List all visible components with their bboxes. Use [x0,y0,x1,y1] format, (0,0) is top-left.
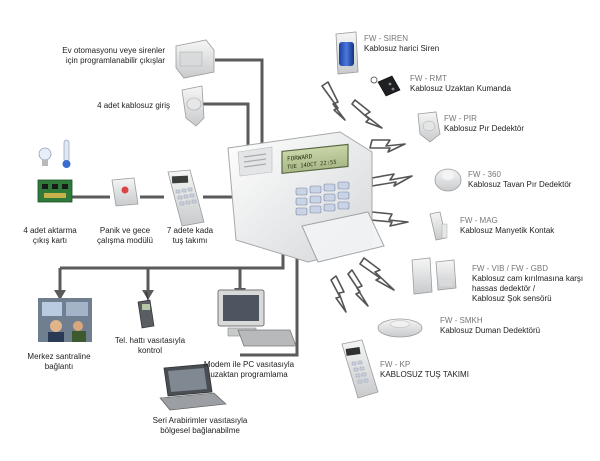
device-kp-code: FW - KP [380,360,411,369]
pc-computer-icon [217,289,297,347]
wire-serial [240,250,299,357]
label-device-siren: FW - SIREN Kablosuz harici Siren [364,34,439,54]
label-panic-module-line-1: Panik ve gece [99,226,151,235]
label-pc-modem-line-1: Modem ile PC vasıtasıyla [203,360,295,369]
label-home-automation-line-2: için programlanabilir çıkışlar [65,56,165,65]
phone-handset-icon [137,291,155,329]
label-pc-modem: Modem ile PC vasıtasıyla uzaktan program… [194,360,304,380]
device-mag-name: Kablosuz Manyetik Kontak [460,226,555,235]
magnetic-contact-device [429,211,448,241]
panel-lcd [281,143,349,175]
wiring [58,58,299,357]
laptop-icon [159,363,227,411]
device-360-name: Kablosuz Tavan Pır Dedektör [468,180,572,189]
bolt-siren [321,81,346,121]
device-smkh-code: FW - SMKH [440,316,483,325]
label-relay-card-line-2: çıkış kartı [32,236,68,245]
wired-keypad-device [167,169,205,227]
bolt-vib [359,257,395,291]
label-central-station: Merkez santraline bağlantı [14,352,104,372]
relay-card-board [37,179,73,203]
bolt-remote [351,99,383,129]
label-panic-module-line-2: çalışma modülü [96,236,154,245]
label-phone-control: Tel. hattı vasıtasıyla kontrol [100,336,200,356]
label-device-mag: FW - MAG Kablosuz Manyetik Kontak [460,216,554,236]
label-serial-line-2: bölgesel bağlanabilme [160,426,240,435]
lamp-bulb-icon [38,147,52,166]
label-phone-control-line-1: Tel. hattı vasıtasıyla [114,336,186,345]
smoke-detector-device [377,318,423,338]
label-central-station-line-2: bağlantı [44,362,74,371]
thermometer-icon [62,139,71,168]
label-device-vib: FW - VIB / FW - GBD Kablosuz cam kırılma… [472,264,583,304]
panel-keypad [295,181,350,216]
label-device-kp: FW - KP KABLOSUZ TUŞ TAKIMI [380,360,469,380]
label-device-remote: FW - RMT Kablosuz Uzaktan Kumanda [410,74,511,94]
label-central-station-line-1: Merkez santraline [27,352,91,361]
label-serial: Seri Arabirimler vasıtasıyla bölgesel ba… [140,416,260,436]
wire-home-automation [215,58,264,145]
label-home-automation-line-1: Ev otomasyonu veye sirenler [62,46,165,55]
label-device-smkh: FW - SMKH Kablosuz Duman Dedektörü [440,316,540,336]
device-kp-name: KABLOSUZ TUŞ TAKIMI [380,370,469,379]
device-pir-code: FW - PIR [444,114,477,123]
label-device-pir: FW - PIR Kablosuz Pır Dedektör [444,114,524,134]
label-device-360: FW - 360 Kablosuz Tavan Pır Dedektör [468,170,571,190]
lcd-line-1: FORWARD [287,153,313,163]
lcd-line-2: TUE 14OCT 22:55 [287,160,337,171]
label-wired-keypad-line-2: tuş takımı [172,236,208,245]
device-remote-name: Kablosuz Uzaktan Kumanda [410,84,511,93]
label-wired-inputs: 4 adet kablosuz giriş [97,101,170,110]
device-pir-name: Kablosuz Pır Dedektör [444,124,525,133]
bolt-pir [369,139,406,153]
central-station-image [38,298,92,342]
label-relay-card-line-1: 4 adet aktarma [23,226,77,235]
device-siren-name: Kablosuz harici Siren [364,44,440,53]
bolt-kp [330,275,347,313]
device-remote-code: FW - RMT [410,74,447,83]
home-automation-module [175,39,215,79]
control-panel: FORWARD TUE 14OCT 22:55 [227,131,385,263]
device-vib-name-line-1: Kablosuz cam kırılmasına karşı [472,274,584,283]
glass-break-shock-devices [411,257,457,295]
label-wired-keypad: 7 adete kada tuş takımı [160,226,220,246]
pir-detector-device [417,111,441,143]
label-relay-card: 4 adet aktarma çıkış kartı [18,226,82,246]
label-phone-control-line-2: kontrol [137,346,162,355]
label-panic-module: Panik ve gece çalışma modülü [92,226,158,246]
wired-pir-sensor [181,85,205,127]
bolt-smkh [347,269,369,307]
device-smkh-name: Kablosuz Duman Dedektörü [440,326,541,335]
bolt-mag [370,211,409,227]
device-360-code: FW - 360 [468,170,501,179]
label-home-automation: Ev otomasyonu veye sirenler için program… [40,46,165,66]
label-pc-modem-line-2: uzaktan programlama [210,370,288,379]
ceiling-pir-device [434,168,462,192]
arrow-central [54,290,66,300]
wireless-links [321,81,413,313]
device-siren-code: FW - SIREN [364,34,408,43]
label-wired-keypad-line-1: 7 adete kada [166,226,214,235]
device-vib-name-line-3: Kablosuz Şok sensörü [472,294,552,303]
device-vib-code: FW - VIB / FW - GBD [472,264,548,273]
arrow-phone [142,290,154,300]
label-serial-line-1: Seri Arabirimler vasıtasıyla [152,416,248,425]
panic-module-box [111,177,139,207]
remote-keyfob-device [370,75,401,97]
bolt-360 [371,173,413,187]
siren-device [335,31,359,75]
wire-wired-inputs [202,102,250,148]
wireless-keypad-device [341,339,379,399]
device-mag-code: FW - MAG [460,216,498,225]
wire-bottom [60,250,285,270]
device-vib-name-line-2: hassas dedektör / [472,284,536,293]
